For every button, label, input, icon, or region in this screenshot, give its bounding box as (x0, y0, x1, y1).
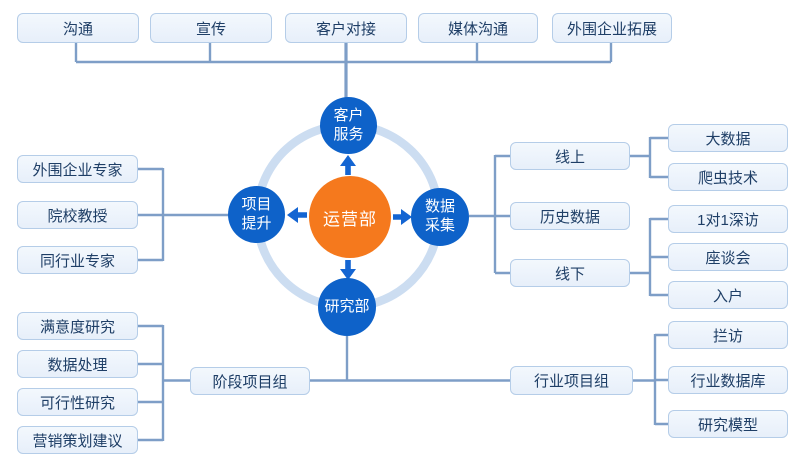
node-intercept-interview: 拦访 (668, 321, 788, 349)
node-media-communication: 媒体沟通 (418, 13, 538, 43)
node-industry-database: 行业数据库 (668, 366, 788, 394)
node-feasibility-research: 可行性研究 (17, 388, 138, 416)
industry-children-connector (633, 333, 668, 426)
hub-arrows (287, 155, 412, 280)
node-external-experts: 外围企业专家 (17, 155, 138, 183)
bottom-rail-connector (310, 336, 510, 382)
left-experts-connector (138, 167, 230, 262)
data-sources-connector (469, 154, 510, 275)
node-big-data: 大数据 (668, 124, 788, 152)
offline-children-connector (630, 217, 668, 297)
arrow-left-icon (287, 207, 307, 223)
hub-operations-dept: 运营部 (309, 176, 391, 258)
node-household-visit: 入户 (668, 281, 788, 309)
arrow-right-icon (393, 209, 412, 225)
node-focus-group: 座谈会 (668, 243, 788, 271)
circle-data-collection: 数据 采集 (411, 188, 469, 246)
node-publicity: 宣传 (150, 13, 272, 43)
node-professors: 院校教授 (17, 201, 138, 229)
node-offline: 线下 (510, 259, 630, 287)
connector-lines (74, 43, 668, 442)
arrow-up-icon (340, 155, 356, 175)
online-children-connector (630, 136, 668, 179)
node-online: 线上 (510, 142, 630, 170)
circle-research-dept: 研究部 (318, 278, 376, 336)
circle-project-improvement: 项目 提升 (228, 186, 285, 243)
node-client-docking: 客户对接 (285, 13, 407, 43)
arrow-down-icon (340, 260, 356, 280)
node-satisfaction-research: 满意度研究 (17, 312, 138, 340)
node-1on1-interview: 1对1深访 (668, 205, 788, 233)
node-marketing-proposal: 营销策划建议 (17, 426, 138, 454)
node-external-expansion: 外围企业拓展 (552, 13, 672, 43)
node-history-data: 历史数据 (510, 202, 630, 230)
node-industry-project-group: 行业项目组 (510, 366, 633, 395)
node-research-model: 研究模型 (668, 410, 788, 438)
node-communication: 沟通 (17, 13, 139, 43)
circle-customer-service: 客户 服务 (320, 97, 377, 154)
top-row-connector (74, 43, 613, 64)
research-items-connector (138, 324, 190, 442)
node-phase-project-group: 阶段项目组 (190, 367, 310, 395)
node-data-processing: 数据处理 (17, 350, 138, 378)
node-industry-experts: 同行业专家 (17, 246, 138, 274)
node-crawler-tech: 爬虫技术 (668, 163, 788, 191)
